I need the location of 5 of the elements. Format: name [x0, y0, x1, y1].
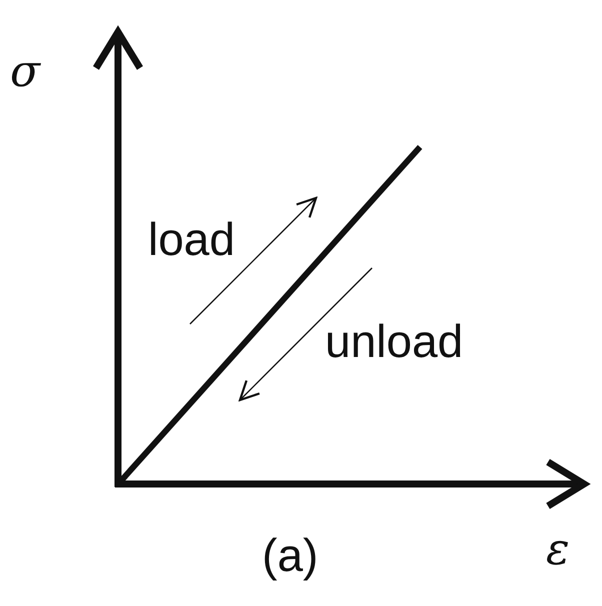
figure-caption: (a)	[262, 532, 318, 578]
strain-symbol: ε	[546, 528, 570, 572]
unload-label: unload	[325, 318, 464, 364]
load-label: load	[148, 216, 235, 262]
stress-symbol: σ	[10, 50, 40, 94]
